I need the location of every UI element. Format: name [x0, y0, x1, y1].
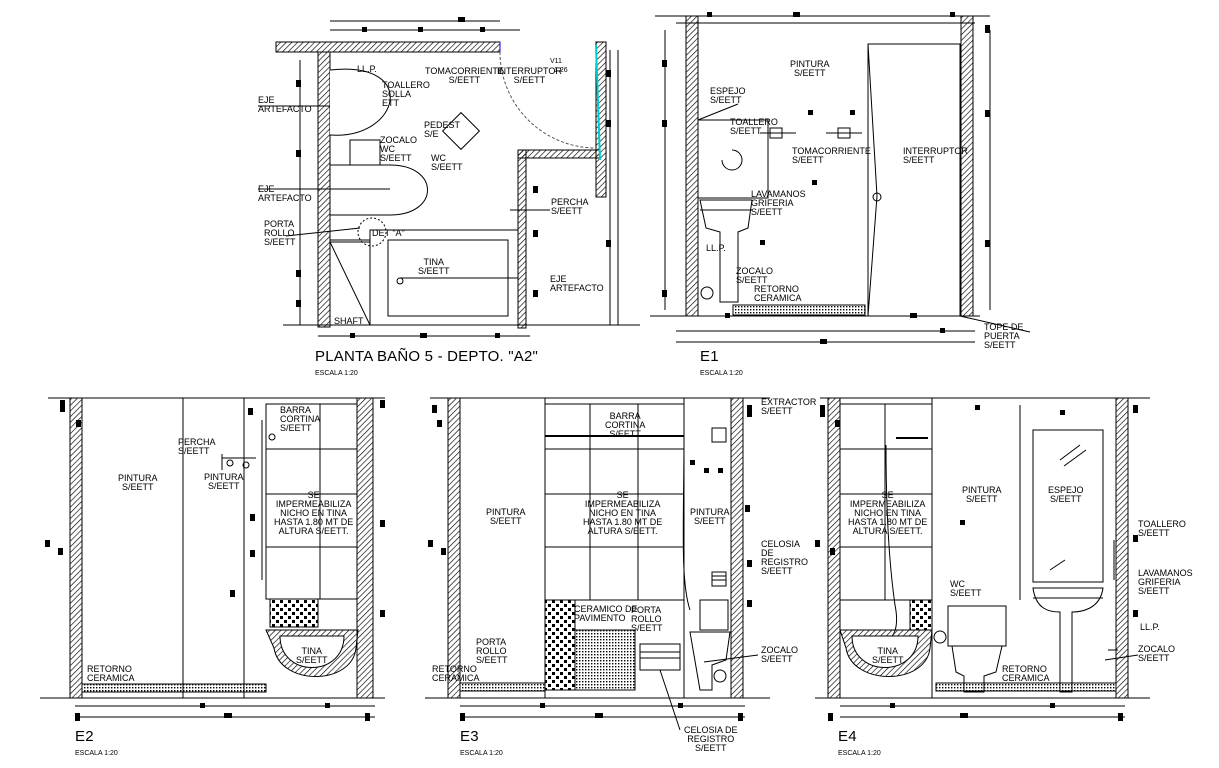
- plan-scale: ESCALA 1:20: [315, 370, 358, 377]
- e2-title: E2: [75, 728, 94, 745]
- e2-label-pintura-1: PINTURA S/EETT: [118, 473, 158, 492]
- e4-label-toallero: TOALLERO S/EETT: [1138, 519, 1186, 538]
- plan-label-porta-rollo: PORTA ROLLO S/EETT: [264, 219, 296, 247]
- e3-ticks: [428, 405, 752, 721]
- e1-label-espejo: ESPEJO S/EETT: [710, 86, 746, 105]
- plan-label-toallero: TOALLERO SOLLA ETT: [382, 80, 430, 108]
- e4-title: E4: [838, 728, 857, 745]
- e2-label-impermeabiliza: SE IMPERMEABILIZA NICHO EN TINA HASTA 1.…: [274, 490, 354, 536]
- e3-label-celosia-2: CELOSIA DE REGISTRO S/EETT: [684, 725, 738, 753]
- e4-label-zocalo: ZOCALO S/EETT: [1138, 644, 1176, 663]
- e3-scale: ESCALA 1:20: [460, 750, 503, 757]
- e2-label-barra: BARRA CORTINA S/EETT: [280, 405, 321, 433]
- e1-label-llp: LL.P.: [706, 243, 726, 253]
- elevation-e1: [650, 15, 1031, 343]
- e3-label-porta-rollo-2: PORTA ROLLO S/EETT: [631, 605, 663, 633]
- plan-label-tina: TINA S/EETT: [418, 257, 450, 276]
- e2-label-retorno: RETORNO CERAMICA: [87, 664, 135, 683]
- e2-label-pintura-2: PINTURA S/EETT: [204, 472, 244, 491]
- plan-label-shaft: SHAFT: [334, 316, 364, 326]
- e1-label-zocalo: ZOCALO S/EETT: [736, 266, 774, 285]
- e1-ticks: [662, 12, 990, 344]
- e2-ticks: [45, 400, 385, 721]
- e1-label-pintura: PINTURA S/EETT: [790, 59, 830, 78]
- plan-label-det: DET "A": [372, 228, 405, 238]
- e3-label-ceramico: CERAMICO DE PAVIMENTO: [574, 604, 638, 623]
- elevation-e4: [815, 397, 1150, 718]
- e4-label-tina: TINA S/EETT: [872, 646, 904, 665]
- e3-label-porta-rollo: PORTA ROLLO S/EETT: [476, 637, 508, 665]
- e3-title: E3: [460, 728, 479, 745]
- e1-title: E1: [700, 348, 719, 365]
- elevation-e3: [425, 397, 770, 731]
- plan-label-zocalo: ZOCALO WC S/EETT: [380, 135, 418, 163]
- e4-label-espejo: ESPEJO S/EETT: [1048, 485, 1084, 504]
- plan-dim-ticks: [296, 17, 611, 338]
- plan-label-v11-height: 1.26: [554, 67, 568, 74]
- elevation-e2: [40, 397, 385, 718]
- e2-label-tina: TINA S/EETT: [296, 646, 328, 665]
- e3-label-pintura-1: PINTURA S/EETT: [486, 507, 526, 526]
- e2-label-percha: PERCHA S/EETT: [178, 437, 216, 456]
- e1-scale: ESCALA 1:20: [700, 370, 743, 377]
- plan-label-wc: WC S/EETT: [431, 153, 463, 172]
- e4-scale: ESCALA 1:20: [838, 750, 881, 757]
- e2-scale: ESCALA 1:20: [75, 750, 118, 757]
- e4-label-impermeabiliza: SE IMPERMEABILIZA NICHO EN TINA HASTA 1.…: [848, 490, 928, 536]
- plan-label-percha: PERCHA S/EETT: [551, 197, 589, 216]
- e4-label-llp: LL.P.: [1140, 622, 1160, 632]
- e1-label-lavamanos: LAVAMANOS GRIFERIA S/EETT: [751, 189, 806, 217]
- e4-label-lavamanos: LAVAMANOS GRIFERIA S/EETT: [1138, 568, 1193, 596]
- e1-label-interruptor: INTERRUPTOR S/EETT: [903, 146, 968, 165]
- e1-label-tomacorriente: TOMACORRIENTE S/EETT: [792, 146, 871, 165]
- e1-label-toallero: TOALLERO S/EETT: [730, 117, 778, 136]
- e3-label-zocalo: ZOCALO S/EETT: [761, 645, 799, 664]
- e3-label-pintura-2: PINTURA S/EETT: [690, 507, 730, 526]
- plan-label-interruptor: INTERRUPTOR S/EETT: [497, 66, 562, 85]
- e4-label-pintura: PINTURA S/EETT: [962, 485, 1002, 504]
- e3-label-celosia-1: CELOSIA DE REGISTRO S/EETT: [761, 539, 809, 576]
- e4-label-retorno: RETORNO CERAMICA: [1002, 664, 1050, 683]
- plan-title: PLANTA BAÑO 5 - DEPTO. "A2": [315, 348, 539, 365]
- plan-label-pedestal: PEDEST S/E: [424, 120, 461, 139]
- plan-label-tomacorriente: TOMACORRIENTE S/EETT: [425, 66, 504, 85]
- e1-label-retorno: RETORNO CERAMICA: [754, 284, 802, 303]
- plan-label-eje-3: EJE ARTEFACTO: [550, 274, 604, 293]
- e1-label-tope: TOPE DE PUERTA S/EETT: [984, 322, 1024, 350]
- plan-label-eje-2: EJE ARTEFACTO: [258, 184, 312, 203]
- e3-label-impermeabiliza: SE IMPERMEABILIZA NICHO EN TINA HASTA 1.…: [583, 490, 663, 536]
- e3-label-extractor: EXTRACTOR S/EETT: [761, 397, 817, 416]
- e4-ticks: [815, 405, 1138, 721]
- plan-view: [258, 20, 640, 337]
- e3-label-barra: BARRA CORTINA S/EETT: [605, 411, 646, 439]
- e3-label-retorno: RETORNO CERAMICA: [432, 664, 480, 683]
- plan-label-eje-1: EJE ARTEFACTO: [258, 95, 312, 114]
- plan-label-v11: V11: [550, 58, 562, 65]
- e4-label-wc: WC S/EETT: [950, 579, 982, 598]
- plan-label-llp: LL.P.: [357, 64, 377, 74]
